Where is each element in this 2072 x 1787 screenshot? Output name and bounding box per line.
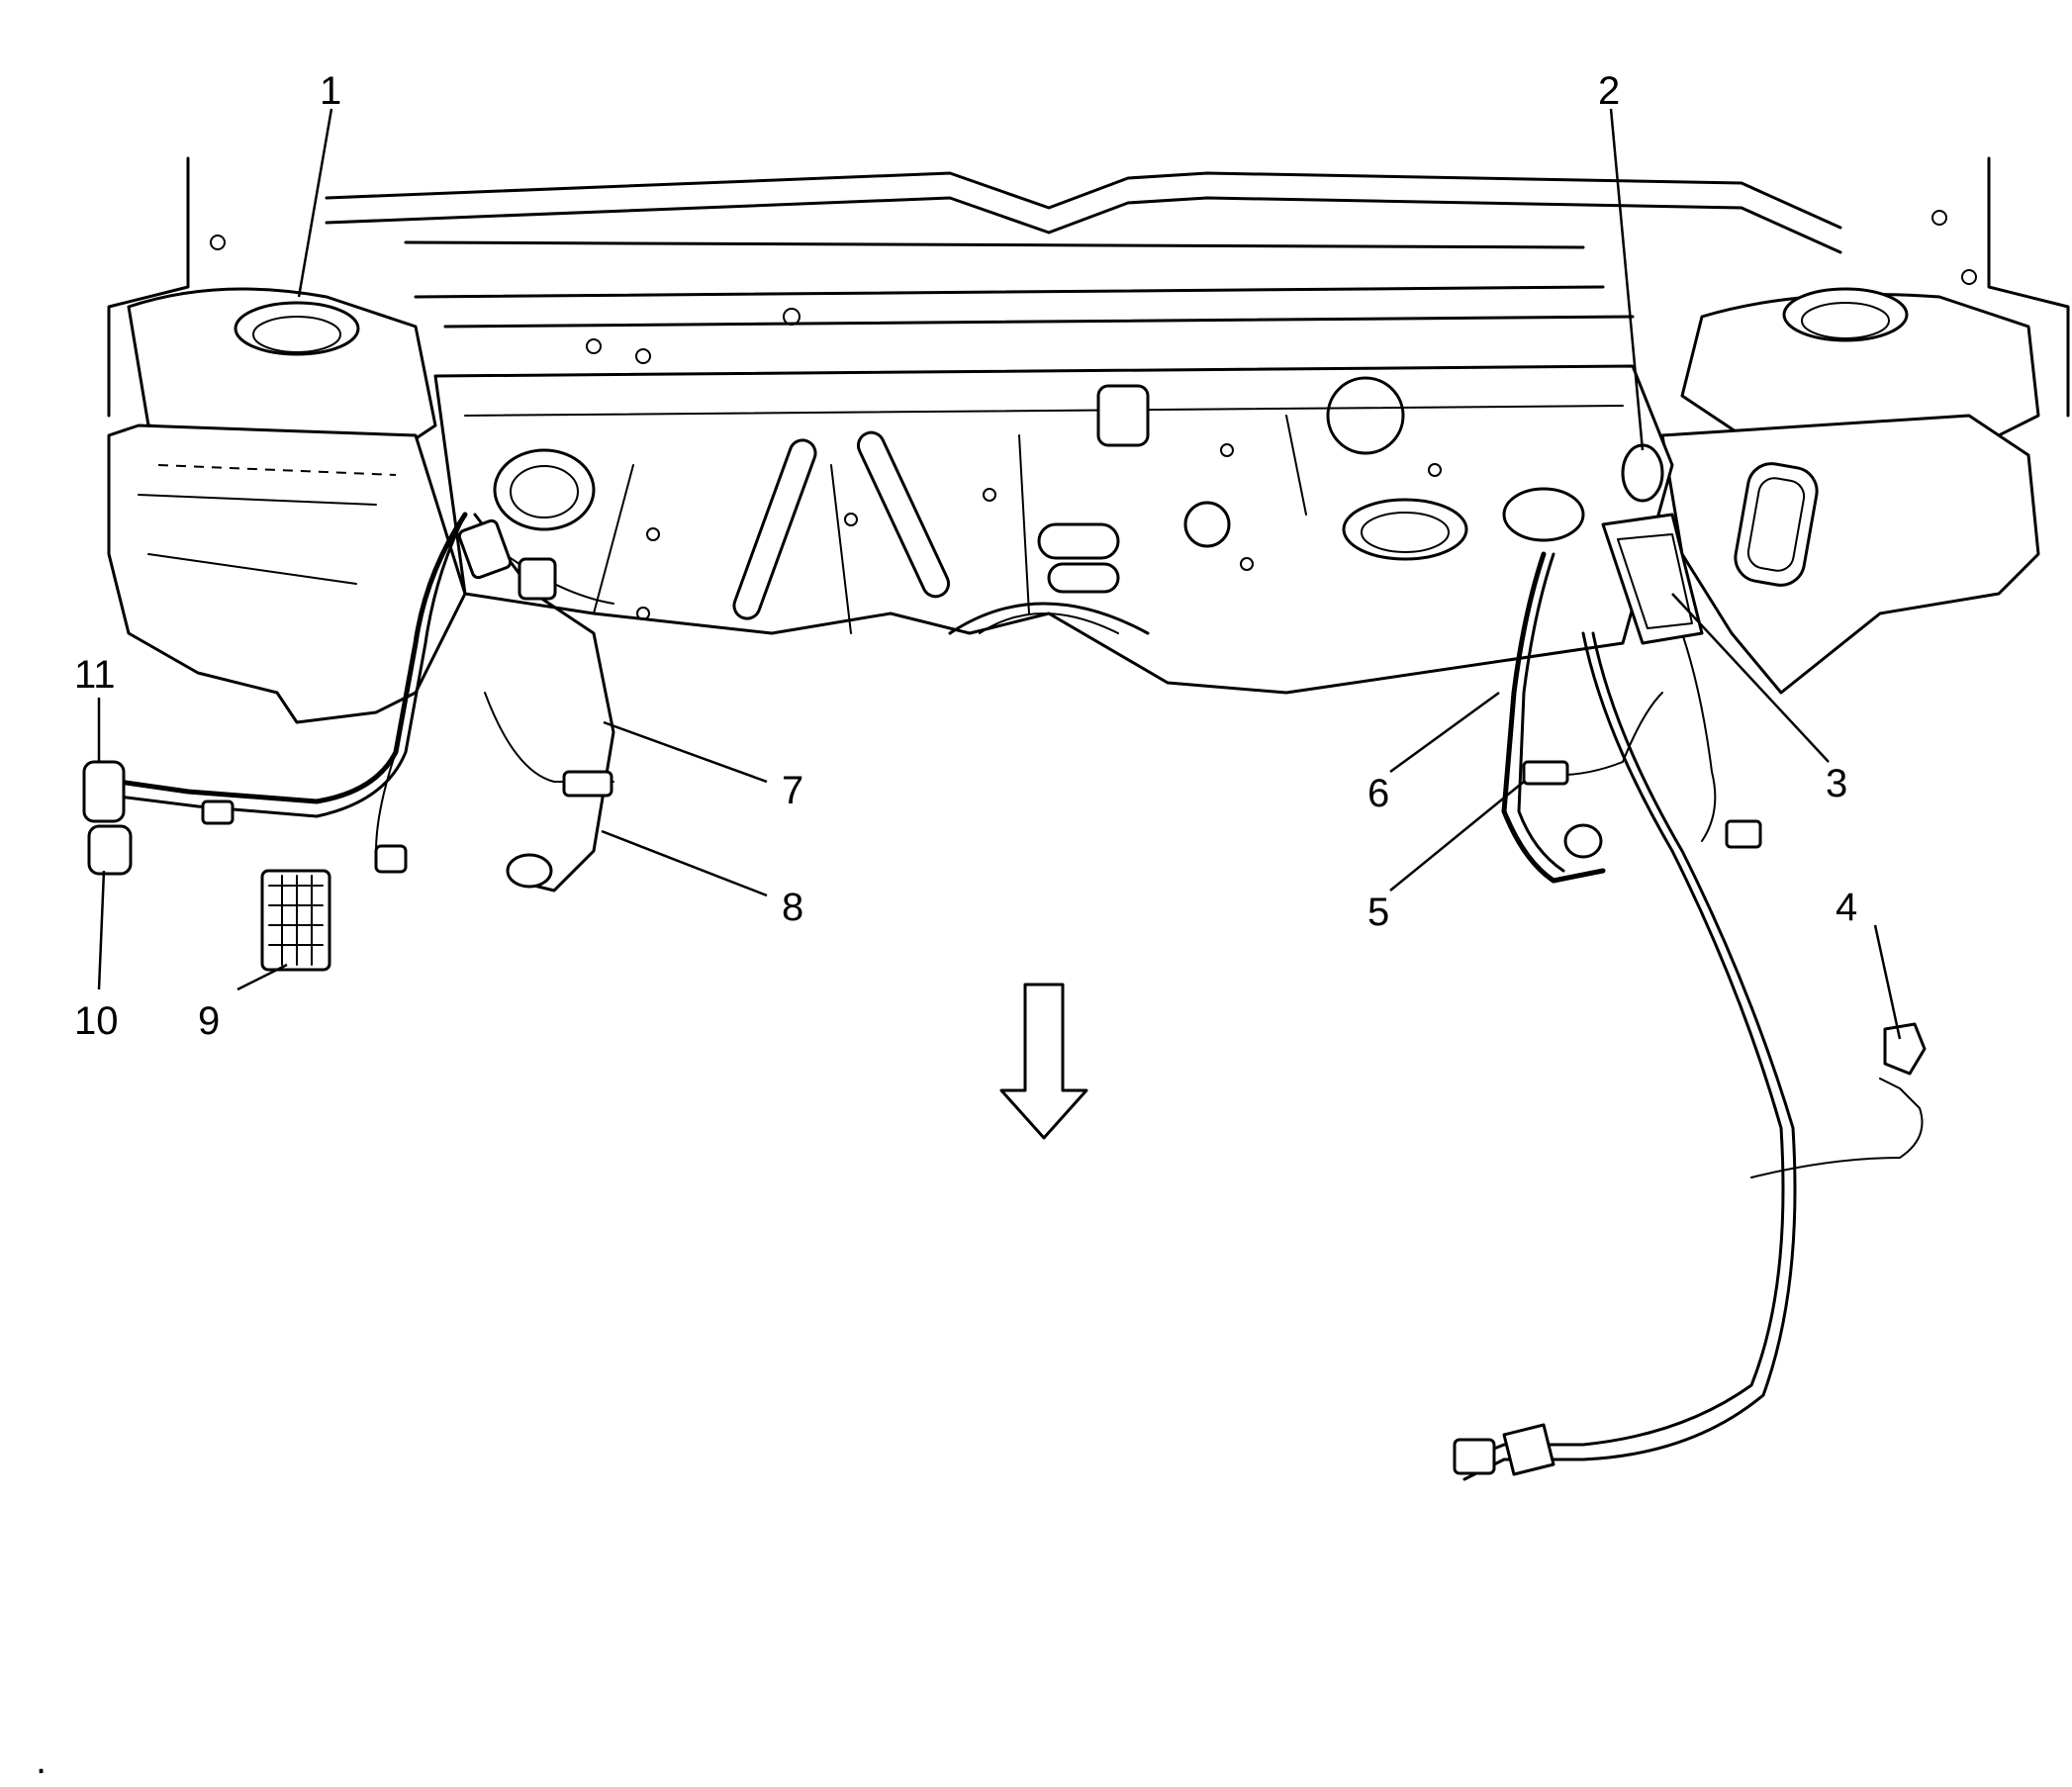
connector-10 bbox=[87, 824, 133, 876]
callout-8: 8 bbox=[782, 886, 803, 929]
callout-11: 11 bbox=[74, 653, 116, 697]
right-wiring-harness bbox=[1453, 443, 1927, 1481]
leader-lines bbox=[97, 108, 1902, 1040]
callout-7: 7 bbox=[782, 769, 803, 812]
callout-2: 2 bbox=[1598, 69, 1620, 113]
module-3 bbox=[1601, 513, 1704, 645]
dash-panel bbox=[107, 156, 2070, 724]
callout-5: 5 bbox=[1367, 891, 1389, 934]
callout-1: 1 bbox=[320, 69, 341, 113]
grommet-2 bbox=[1621, 443, 1664, 503]
callout-3: 3 bbox=[1826, 762, 1847, 805]
callout-9: 9 bbox=[198, 999, 220, 1043]
corner-mark: . bbox=[36, 1739, 47, 1782]
connector-11 bbox=[82, 760, 126, 823]
connector-9 bbox=[260, 869, 331, 972]
connector-4 bbox=[1883, 1022, 1927, 1076]
callout-4: 4 bbox=[1836, 886, 1857, 929]
callout-10: 10 bbox=[74, 999, 119, 1043]
bolt-marks bbox=[210, 210, 1977, 620]
left-wiring-harness bbox=[82, 512, 615, 972]
callout-6: 6 bbox=[1367, 772, 1389, 815]
front-direction-arrow-icon bbox=[999, 983, 1088, 1140]
